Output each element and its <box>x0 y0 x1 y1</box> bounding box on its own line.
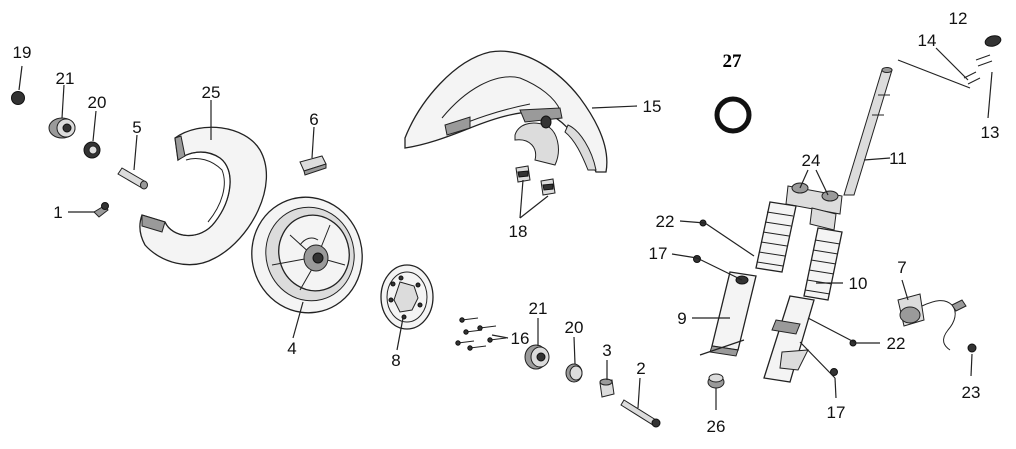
part-4-wheel <box>251 196 363 314</box>
callout-19: 19 <box>13 43 32 62</box>
callout-13: 13 <box>981 123 1000 142</box>
callout-9: 9 <box>677 309 686 328</box>
callout-10: 10 <box>849 274 868 293</box>
part-7-speed-sensor <box>897 293 967 351</box>
callout-labels: 19 21 20 25 5 6 1 4 8 16 21 20 3 2 15 18… <box>13 9 1000 436</box>
callout-4: 4 <box>287 339 296 358</box>
part-27-o-ring <box>714 96 752 134</box>
part-5-sleeve <box>117 167 148 190</box>
callout-21-left: 21 <box>56 69 75 88</box>
callout-16: 16 <box>511 329 530 348</box>
callout-8: 8 <box>391 351 400 370</box>
callout-17-right: 17 <box>827 403 846 422</box>
part-16-bolts <box>455 317 507 351</box>
callout-17-left: 17 <box>649 244 668 263</box>
callout-22-right: 22 <box>887 334 906 353</box>
callout-20-left: 20 <box>88 93 107 112</box>
part-20-seal-left <box>83 141 101 159</box>
part-2-axle <box>620 399 661 428</box>
callout-12: 12 <box>949 9 968 28</box>
callout-23: 23 <box>962 383 981 402</box>
part-8-brake-disc <box>380 264 434 330</box>
callout-3: 3 <box>602 341 611 360</box>
part-3-collar <box>599 378 615 398</box>
callout-24: 24 <box>802 151 821 170</box>
callout-14: 14 <box>918 31 937 50</box>
part-6-spacer <box>299 155 327 176</box>
part-11-steering-stem <box>843 67 893 196</box>
callout-15: 15 <box>643 97 662 116</box>
part-14-13-pins <box>963 54 993 85</box>
part-9-fork-legs <box>709 271 815 383</box>
part-25-tire <box>139 126 267 266</box>
part-20-seal-right <box>565 363 583 383</box>
part-23-bolt <box>967 343 977 353</box>
part-10-shock-spring <box>755 201 843 301</box>
leader-lines <box>18 47 993 410</box>
callout-25: 25 <box>202 83 221 102</box>
callout-7: 7 <box>897 258 906 277</box>
callout-20-right: 20 <box>565 318 584 337</box>
part-24-triple-clamp <box>785 182 843 231</box>
callout-5: 5 <box>132 118 141 137</box>
callout-22-left: 22 <box>656 212 675 231</box>
callout-27: 27 <box>723 51 743 72</box>
part-21-bearing-right <box>524 344 550 370</box>
part-12-cap <box>984 35 1002 47</box>
callout-21-right: 21 <box>529 299 548 318</box>
part-15-fender <box>404 50 608 173</box>
callout-26: 26 <box>707 417 726 436</box>
part-26-collar <box>707 373 725 389</box>
part-19-cap <box>11 91 25 105</box>
callout-11: 11 <box>889 149 907 168</box>
callout-2: 2 <box>636 359 645 378</box>
callout-18: 18 <box>509 222 528 241</box>
part-1-valve <box>93 202 109 218</box>
part-21-bearing-left <box>48 117 76 139</box>
part-18-clips <box>515 165 556 196</box>
callout-1: 1 <box>53 203 62 222</box>
callout-6: 6 <box>309 110 318 129</box>
